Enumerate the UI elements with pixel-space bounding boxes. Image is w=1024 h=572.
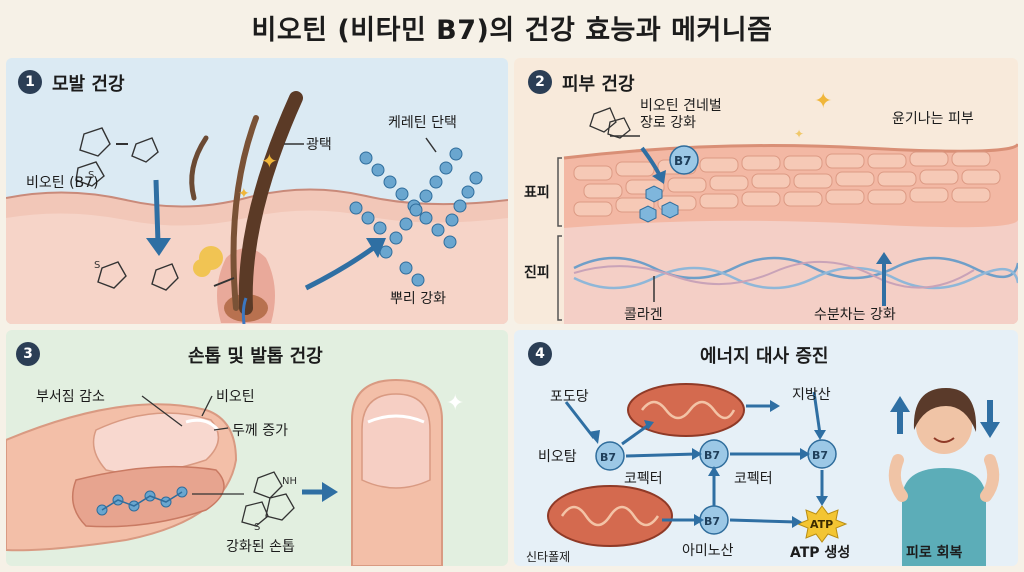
nail-illustration: NH S ✦ — [6, 378, 464, 566]
barrier-label: 비오틴 견네벌 장로 강화 — [640, 98, 722, 131]
coenzyme-label-1: 코펙터 — [624, 471, 663, 487]
panel-number: 2 — [528, 70, 552, 94]
glowing-skin-label: 윤기나는 피부 — [892, 111, 974, 127]
panel-title: 피부 건강 — [562, 74, 635, 95]
svg-text:✦: ✦ — [238, 186, 250, 202]
panel-nail-health: NH S ✦ 3 손톱 및 발톱 건강 부서짐 감소 비오틴 두께 증가 강화된… — [6, 330, 508, 566]
svg-text:S: S — [88, 170, 94, 181]
svg-text:ATP: ATP — [810, 518, 833, 531]
panel-skin-health: B7 ✦ ✦ 2 피부 건강 비오틴 견네벌 장로 강화 윤기나는 피부 표피 … — [514, 58, 1018, 324]
svg-text:B7: B7 — [812, 449, 828, 462]
panel-title: 모발 건강 — [52, 74, 125, 95]
svg-text:✦: ✦ — [446, 391, 464, 416]
strengthened-nail-label: 강화된 손톱 — [226, 539, 295, 555]
svg-text:✦: ✦ — [794, 127, 804, 141]
panel-number: 3 — [16, 342, 40, 366]
page-title: 비오틴 (비타민 B7)의 건강 효능과 메커니즘 — [251, 15, 773, 46]
amino-acid-label: 아미노산 — [682, 543, 734, 559]
biotin-label: 비오탐 — [538, 449, 577, 465]
panel-title: 손톱 및 발톱 건강 — [188, 346, 323, 367]
gloss-label: 광택 — [306, 137, 332, 153]
svg-text:B7: B7 — [704, 449, 720, 462]
b7-badge: B7 — [674, 154, 692, 168]
keratin-label: 케레틴 단택 — [388, 115, 457, 131]
atp-production-label: ATP 생성 — [790, 545, 851, 561]
skin-illustration: B7 ✦ ✦ — [557, 89, 1018, 324]
moisture-label: 수분차는 강화 — [814, 307, 896, 323]
svg-text:S: S — [254, 522, 260, 533]
glucose-label: 포도당 — [550, 389, 589, 405]
dermis-label: 진피 — [524, 265, 550, 281]
metabolism-diagram: B7 B7 B7 B7 ATP — [547, 383, 1000, 566]
svg-text:NH: NH — [282, 476, 297, 487]
fatty-acid-label: 지방산 — [792, 387, 831, 403]
panel-number: 4 — [528, 342, 552, 366]
root-strengthening-label: 뿌리 강화 — [390, 291, 446, 307]
thickness-label: 두께 증가 — [232, 423, 288, 439]
panel-energy-metabolism: B7 B7 B7 B7 ATP — [514, 330, 1018, 566]
panel-title: 에너지 대사 증진 — [700, 346, 829, 367]
hair-illustration: ✦ ✦ S S — [6, 91, 508, 324]
collagen-label: 콜라겐 — [624, 307, 663, 323]
panel-number: 1 — [18, 70, 42, 94]
panel-hair-health: ✦ ✦ S S 1 모발 건강 비오틴 (B7) 광택 — [6, 58, 508, 324]
svg-text:B7: B7 — [600, 451, 616, 464]
biotin-label: 비오틴 — [216, 389, 255, 405]
biotin-label: 비오틴 (B7) — [26, 175, 99, 191]
svg-text:S: S — [94, 260, 100, 271]
epidermis-label: 표피 — [524, 185, 550, 201]
coenzyme-label-2: 코펙터 — [734, 471, 773, 487]
svg-text:✦: ✦ — [814, 89, 832, 114]
svg-text:B7: B7 — [704, 515, 720, 528]
fatigue-recovery-label: 피로 회복 — [906, 545, 963, 561]
svg-text:✦: ✦ — [261, 149, 278, 173]
brittleness-label: 부서짐 감소 — [36, 389, 105, 405]
mitochondria-label: 신타폴제 — [526, 550, 571, 564]
